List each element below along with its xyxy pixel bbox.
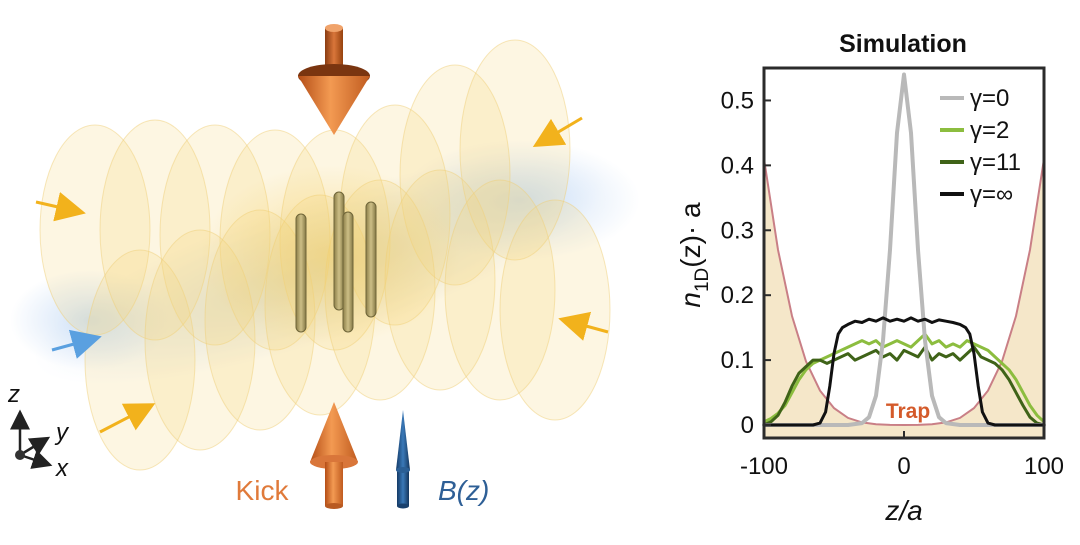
x-tick-label: -100 — [740, 453, 788, 480]
atom-tubes — [295, 191, 377, 333]
x-axis-label: z/a — [884, 495, 922, 526]
kick-arrow-top — [298, 24, 370, 135]
y-tick-label: 0 — [741, 412, 754, 439]
trap-curve — [763, 158, 1045, 427]
legend-label: γ=2 — [970, 117, 1009, 144]
chart-legend: γ=0 γ=2 γ=11 γ=∞ — [940, 85, 1021, 208]
kick-label: Kick — [236, 475, 290, 506]
y-tick-label: 0.1 — [721, 347, 754, 374]
plot-layer — [762, 72, 1046, 438]
y-axis-label: n1D(z)· a — [675, 202, 713, 308]
kick-arrow-bottom — [310, 402, 358, 509]
trap-fill — [764, 158, 1044, 438]
series-line-4 — [762, 316, 1046, 427]
beam-core-glow — [200, 165, 460, 345]
laser-arrow-left-lower — [99, 403, 156, 434]
coordinate-axes: z y x — [7, 381, 70, 482]
legend-label: γ=0 — [970, 85, 1009, 112]
trap-annotation: Trap — [886, 400, 930, 423]
x-tick-label: 100 — [1024, 453, 1064, 480]
series-line-3 — [762, 345, 1046, 427]
series-line-1 — [762, 72, 1046, 427]
series-line-2 — [762, 332, 1046, 424]
legend-label: γ=11 — [970, 149, 1021, 176]
laser-arrow-left-upper — [35, 192, 86, 222]
y-tick-label: 0.5 — [721, 87, 754, 114]
atom-tube-3 — [342, 211, 354, 333]
axis-letter-x: x — [55, 455, 69, 482]
tick-layer: 0 0.1 0.2 0.3 0.4 0.5 -100 0 100 — [721, 87, 1064, 480]
laser-arrow-right-lower — [558, 311, 609, 341]
optical-lattice-illustration: Kick B(z) z y x — [7, 24, 640, 509]
legend-label: γ=∞ — [970, 181, 1013, 208]
field-label: B(z) — [438, 475, 489, 506]
beam-disc — [459, 39, 571, 261]
beam-disc — [84, 249, 196, 471]
laser-arrow-right-upper — [532, 116, 583, 148]
beam-disc — [499, 199, 611, 421]
y-tick-label: 0.2 — [721, 282, 754, 309]
field-arrow — [396, 410, 410, 509]
x-tick-label: 0 — [897, 453, 910, 480]
atom-tube-1 — [295, 213, 307, 333]
laser-arrow-left-blue — [51, 329, 102, 359]
axis-letter-z: z — [7, 381, 20, 408]
y-tick-label: 0.4 — [721, 152, 754, 179]
laser-arrows — [35, 116, 609, 434]
simulation-chart: Simulation 0 0.1 0.2 0.3 0.4 0.5 -100 0 100 Trap… — [675, 30, 1064, 526]
chart-title: Simulation — [839, 30, 967, 58]
axis-letter-y: y — [54, 419, 70, 446]
atom-tube-4 — [365, 201, 377, 318]
y-tick-label: 0.3 — [721, 217, 754, 244]
